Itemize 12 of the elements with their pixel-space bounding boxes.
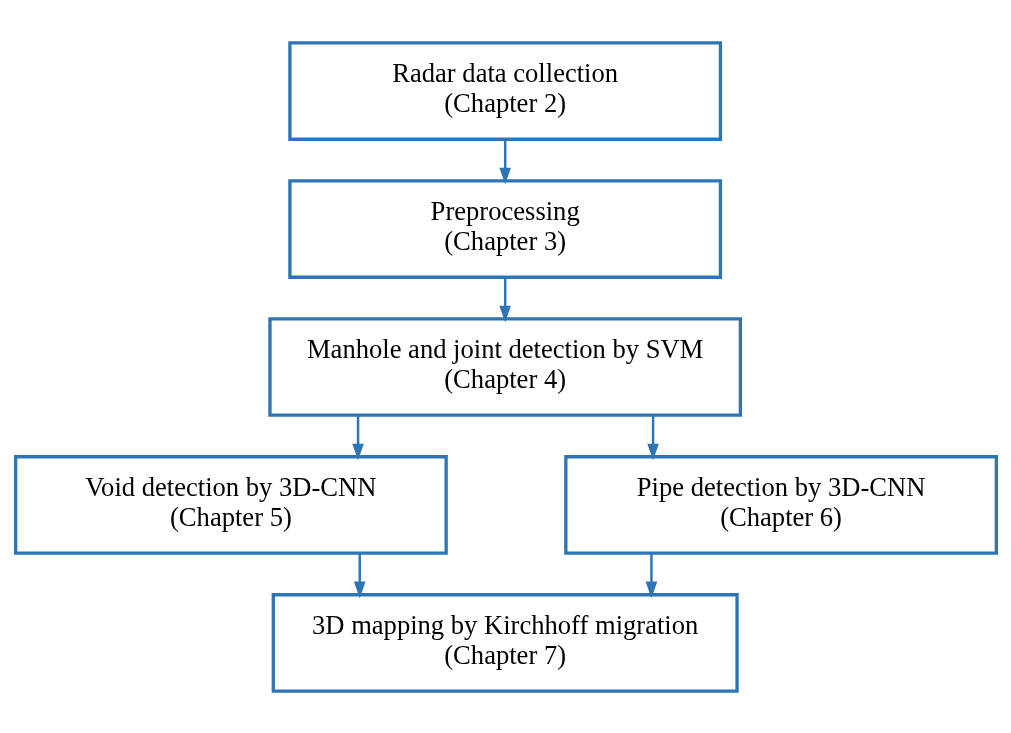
arrow	[353, 552, 366, 598]
node-box: Preprocessing (Chapter 3)	[287, 178, 722, 279]
node-box: Radar data collection (Chapter 2)	[287, 40, 722, 141]
arrow	[645, 552, 657, 598]
arrow	[498, 138, 511, 184]
node-box: 3D mapping by Kirchhoff migration (Chapter 7)	[271, 592, 739, 693]
node-box: Manhole and joint detection by SVM (Chapter 4)	[267, 316, 742, 417]
node-box: Void detection by 3D-CNN (Chapter 5)	[13, 454, 448, 555]
arrow	[646, 414, 659, 460]
arrow	[351, 414, 364, 460]
node-box: Pipe detection by 3D-CNN (Chapter 6)	[563, 454, 998, 555]
arrow	[498, 276, 511, 322]
